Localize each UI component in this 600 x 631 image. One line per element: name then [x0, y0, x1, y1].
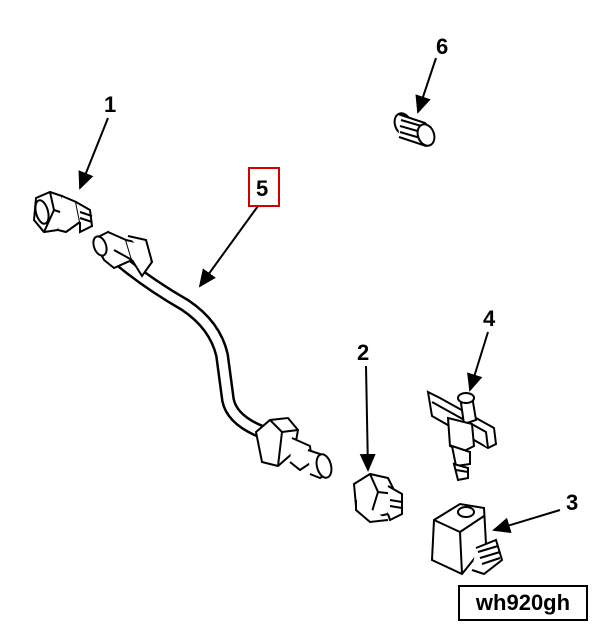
- bent-tube-assembly-icon: [92, 230, 333, 480]
- leader-arrow-2: [359, 365, 376, 472]
- callout-1: 1: [104, 92, 116, 117]
- figure-id-label: wh920gh: [458, 585, 588, 621]
- callout-5-highlight-box: [248, 167, 280, 207]
- callout-3: 3: [566, 490, 578, 515]
- elbow-tee-fitting-icon: [430, 502, 504, 576]
- leader-arrows: [78, 57, 561, 534]
- callout-4: 4: [483, 306, 496, 331]
- leader-arrow-4: [467, 331, 489, 392]
- leader-arrow-3: [492, 509, 561, 534]
- plug-fitting-icon: [352, 472, 403, 524]
- callout-2: 2: [357, 340, 369, 365]
- valve-clip-icon: [426, 390, 498, 482]
- leader-arrow-1: [78, 117, 109, 190]
- callout-6: 6: [436, 34, 448, 59]
- cylindrical-cap-icon: [393, 112, 436, 148]
- leader-arrow-5: [198, 205, 259, 288]
- callout-5: 5: [256, 176, 268, 201]
- hex-nut-fitting-icon: [32, 190, 94, 234]
- leader-arrow-6: [415, 57, 437, 114]
